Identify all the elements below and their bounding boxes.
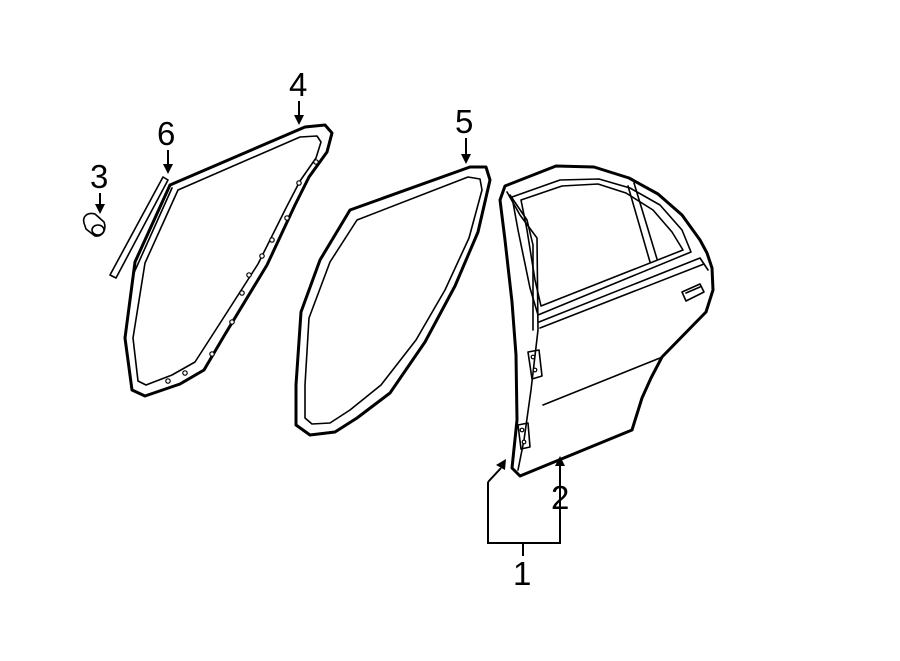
callout-4: 4 — [289, 66, 307, 125]
part-4-weatherstrip — [123, 123, 334, 398]
callout-4-label: 4 — [289, 66, 307, 103]
callout-5: 5 — [455, 103, 473, 164]
callout-6-arrowhead — [163, 164, 173, 174]
callout-1-label: 1 — [513, 555, 531, 592]
callout-5-label: 5 — [455, 103, 473, 140]
callout-1: 1 — [513, 555, 531, 592]
callout-6: 6 — [157, 115, 175, 174]
callout-1-arrowhead — [496, 459, 506, 470]
callout-3-arrowhead — [95, 204, 105, 214]
callout-2: 2 — [551, 479, 569, 516]
callout-1-2-bracket — [487, 456, 565, 556]
part-2-rear-door — [498, 164, 715, 478]
callout-5-arrowhead — [461, 154, 471, 164]
callout-4-arrowhead — [294, 115, 304, 125]
part-3-bumper — [82, 212, 106, 237]
callout-2-arrowhead — [555, 456, 565, 466]
callout-6-label: 6 — [157, 115, 175, 152]
callout-3: 3 — [90, 158, 108, 214]
callout-3-label: 3 — [90, 158, 108, 195]
part-6-channel-strip — [109, 176, 169, 279]
part-5-weatherstrip — [294, 165, 492, 437]
callout-2-label: 2 — [551, 479, 569, 516]
